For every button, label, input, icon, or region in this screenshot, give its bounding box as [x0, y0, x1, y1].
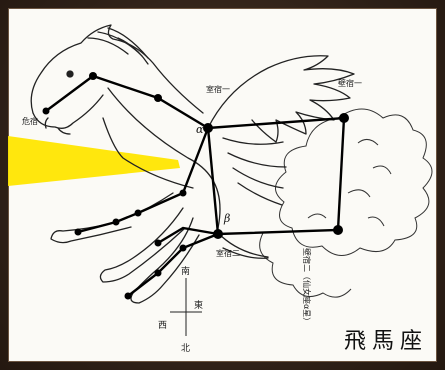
star-leg7: [125, 293, 132, 300]
star-leg3: [113, 219, 120, 226]
star-leg6: [155, 270, 162, 277]
star-hind: [155, 240, 162, 247]
mansion-label-left-head: 危宿: [22, 116, 38, 126]
cloud-drawing: [260, 109, 432, 297]
star-leg5: [180, 245, 187, 252]
star-leg1: [180, 190, 187, 197]
star-beta: [213, 229, 223, 239]
yellow-pointer: [8, 136, 180, 186]
mansion-label-bottom-right: 壁宿二（仙女座α星）: [302, 248, 312, 325]
compass-north: 南: [181, 265, 190, 277]
constellation-title: 飛馬座: [344, 329, 428, 354]
pegasus-constellation-illustration: α β 室宿一 壁宿一 危宿 室宿二 壁宿二（仙女座α星） 南 北 西 東 飛馬…: [8, 8, 437, 362]
compass-east: 東: [194, 299, 203, 311]
star-neck: [154, 94, 162, 102]
alpha-label: α: [196, 123, 204, 136]
star-head: [43, 108, 50, 115]
star-top-right: [339, 113, 349, 123]
star-alpha: [203, 123, 213, 133]
compass: 南 北 西 東: [158, 265, 203, 354]
compass-west: 西: [158, 320, 167, 331]
star-bottom-right: [333, 225, 343, 235]
star-nose: [89, 72, 97, 80]
star-leg2: [135, 210, 142, 217]
mansion-label-top-right: 壁宿一: [338, 78, 362, 88]
compass-south: 北: [181, 343, 190, 354]
mansion-label-top-left: 室宿一: [206, 84, 230, 94]
mansion-label-bottom-left: 室宿二: [216, 248, 240, 258]
star-leg4: [75, 229, 82, 236]
illustration-paper: α β 室宿一 壁宿一 危宿 室宿二 壁宿二（仙女座α星） 南 北 西 東 飛馬…: [8, 8, 437, 362]
beta-label: β: [223, 212, 230, 225]
